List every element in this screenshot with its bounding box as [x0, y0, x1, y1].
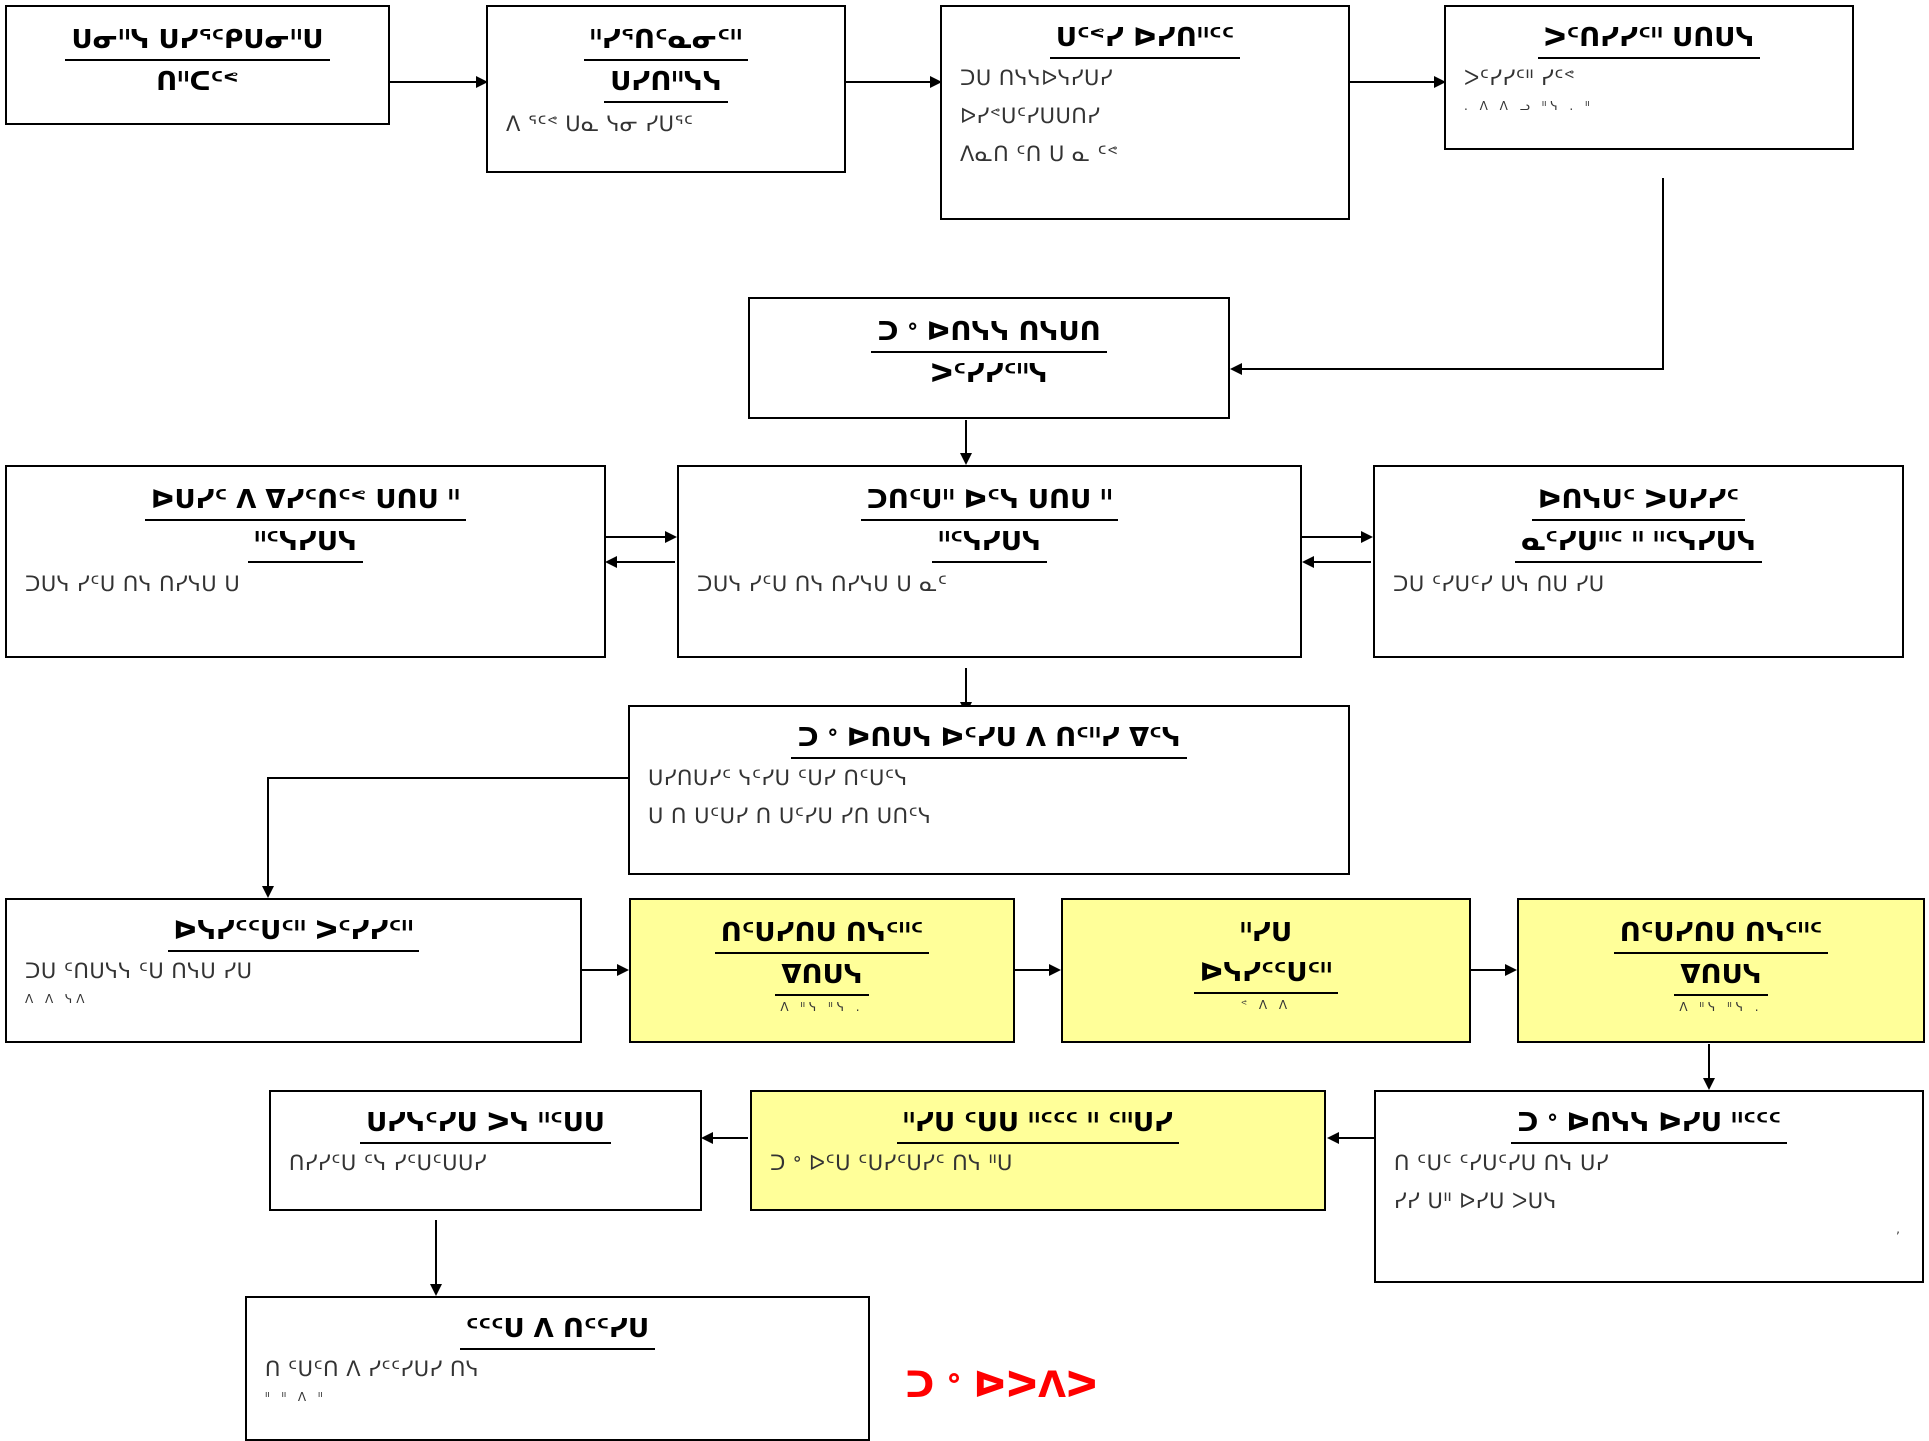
- box-line: ᑐᑌ ᑦᓯᑌᑦᓯ ᑌᓭ ᑎᑌ ᓯᑌ: [1393, 572, 1605, 596]
- box-title: ᐅᑌᓯᑦ ᐱ ᐁᓯᑦᑎᑦᕝ ᑌᑎᑌ ᐦ ᐦᑦᓭᓯᑌᓭ: [25, 481, 586, 565]
- box-16: ᑌᓯᓭᑦᓯᑌ ᐳᓭ ᐦᑦᑌᑌ ᑎᓯᓯᑦᑌ ᑦᓭ ᓯᑦᑌᑦᑌᑌᓯ: [269, 1090, 702, 1211]
- box-line: ᑐ ᐤ ᐅᑦᑌ ᑦᑌᓯᑦᑌᓯᑦ ᑎᓭ ᐦᑌ: [770, 1151, 1013, 1175]
- arrow-b4-b5: [1230, 178, 1664, 375]
- box-footnote: ᐱ ᐦᓭ ᐦᓭ .: [780, 1000, 864, 1014]
- box-15-highlighted: ᐦᓯᑌ ᑦᑌᑌ ᐦᑦᑦᑦ ᐦ ᑦᐦᑌᓯ ᑐ ᐤ ᐅᑦᑌ ᑦᑌᓯᑦᑌᓯᑦ ᑎᓭ ᐦ…: [750, 1090, 1326, 1211]
- box-line: ᑐᑌ ᑎᓭᓭᐅᓭᓯᑌᓯ: [960, 66, 1114, 90]
- box-footnote: ᐦ ᐦ ᐱ ᐦ: [265, 1390, 327, 1404]
- box-line: ᑌᓯᑎᑌᓯᑦ ᓭᑦᓯᑌ ᑦᑌᓯ ᑎᑦᑌᑦᓭ: [648, 766, 908, 790]
- box-title: ᐦᓯᑌ ᑦᑌᑌ ᐦᑦᑦᑦ ᐦ ᑦᐦᑌᓯ: [770, 1106, 1306, 1144]
- box-11-highlighted: ᑎᑦᑌᓯᑎᑌ ᑎᓭᑦᐦᑦ ᐁᑎᑌᓭ ᐱ ᐦᓭ ᐦᓭ .: [629, 898, 1015, 1043]
- box-title: ᑌᑦᕝᓯ ᐅᓯᑎᐦᑦᑦ: [960, 21, 1330, 59]
- box-line: ᑐᑌᓭ ᓯᑦᑌ ᑎᓭ ᑎᓯᓭᑌ ᑌ ᓇᑦ: [697, 572, 948, 596]
- box-title: ᑦᑦᑦᑌ ᐱ ᑎᑦᑦᓯᑌ: [265, 1312, 850, 1350]
- box-5: ᑐ ᐤ ᐅᑎᓭᓭ ᑎᓭᑌᑎ ᐳᑦᓯᓯᑦᐦᓭ: [748, 297, 1230, 419]
- box-title: ᑌᓯᓭᑦᓯᑌ ᐳᓭ ᐦᑦᑌᑌ: [289, 1106, 682, 1144]
- box-13-highlighted: ᑎᑦᑌᓯᑎᑌ ᑎᓭᑦᐦᑦ ᐁᑎᑌᓭ ᐱ ᐦᓭ ᐦᓭ .: [1517, 898, 1925, 1043]
- box-title: ᑐ ᐤ ᐅᑎᑌᓭ ᐅᑦᓯᑌ ᐱ ᑎᑦᐦᓯ ᐁᑦᓭ: [648, 721, 1330, 759]
- box-footnote: ᐱ ᐦᓭ ᐦᓭ .: [1679, 1000, 1763, 1014]
- box-line: ᑎ ᑦᑌᑦ ᑦᓯᑌᑦᓯᑌ ᑎᓭ ᑌᓯ: [1394, 1151, 1610, 1175]
- box-footnote: ᕝ ᐱ ᐱ: [1240, 998, 1292, 1012]
- box-17: ᑦᑦᑦᑌ ᐱ ᑎᑦᑦᓯᑌ ᑎ ᑦᑌᑦᑎ ᐱ ᓯᑦᑦᓯᑌᓯ ᑎᓭ ᐦ ᐦ ᐱ ᐦ: [245, 1296, 870, 1441]
- box-title: ᑌᓂᐦᓭ ᑌᓯᕐᑦᑭᑌᓂᐦᑌ ᑎᐦᑕᑦᕝ: [25, 21, 370, 103]
- box-title: ᑎᑦᑌᓯᑎᑌ ᑎᓭᑦᐦᑦ ᐁᑎᑌᓭ: [1537, 914, 1905, 998]
- box-title: ᑐᑎᑦᑌᐦ ᐅᑦᓭ ᑌᑎᑌ ᐦ ᐦᑦᓭᓯᑌᓭ: [697, 481, 1282, 565]
- box-footnote: ,: [1896, 1222, 1904, 1236]
- box-title: ᐦᓯᑌ ᐅᓭᓯᑦᑦᑌᑦᐦ: [1081, 914, 1451, 996]
- box-10: ᐅᓭᓯᑦᑦᑌᑦᐦ ᐳᑦᓯᓯᑦᐦ ᑐᑌ ᑦᑎᑌᓭᓭ ᑦᑌ ᑎᓭᑌ ᓯᑌ ᐱ ᐱ ᓭ…: [5, 898, 582, 1043]
- box-title: ᑎᑦᑌᓯᑎᑌ ᑎᓭᑦᐦᑦ ᐁᑎᑌᓭ: [649, 914, 995, 998]
- box-7: ᑐᑎᑦᑌᐦ ᐅᑦᓭ ᑌᑎᑌ ᐦ ᐦᑦᓭᓯᑌᓭ ᑐᑌᓭ ᓯᑦᑌ ᑎᓭ ᑎᓯᓭᑌ ᑌ…: [677, 465, 1302, 658]
- box-line: ᑌ ᑎ ᑌᑦᑌᓯ ᑎ ᑌᑦᓯᑌ ᓯᑎ ᑌᑎᑦᓭ: [648, 804, 932, 828]
- box-footnote: . ᐱ ᐱ ᓗ ᐦᓭ . ᐦ: [1464, 99, 1594, 113]
- box-title: ᑐ ᐤ ᐅᑎᓭᓭ ᑎᓭᑌᑎ ᐳᑦᓯᓯᑦᐦᓭ: [768, 313, 1210, 395]
- box-8: ᐅᑎᓭᑌᑦ ᐳᑌᓯᓯᑦ ᓇᑦᓯᑌᐦᑦ ᐦ ᐦᑦᓭᓯᑌᓭ ᑐᑌ ᑦᓯᑌᑦᓯ ᑌᓭ …: [1373, 465, 1904, 658]
- box-line: ᐳᑦᓯᓯᑦᐦ ᓯᑦᕝ: [1464, 66, 1576, 90]
- box-line: ᑎᓯᓯᑦᑌ ᑦᓭ ᓯᑦᑌᑦᑌᑌᓯ: [289, 1151, 487, 1175]
- box-line: ᐅᓯᕝᑌᑦᓯᑌᑌᑎᓯ: [960, 104, 1101, 128]
- box-3: ᑌᑦᕝᓯ ᐅᓯᑎᐦᑦᑦ ᑐᑌ ᑎᓭᓭᐅᓭᓯᑌᓯ ᐅᓯᕝᑌᑦᓯᑌᑌᑎᓯ ᐱᓇᑎ ᑦ…: [940, 5, 1350, 220]
- box-title: ᐦᓯᕐᑎᑦᓇᓂᑦᐦ ᑌᓯᑎᐦᓭᓭ: [506, 21, 826, 105]
- box-12-highlighted: ᐦᓯᑌ ᐅᓭᓯᑦᑦᑌᑦᐦ ᕝ ᐱ ᐱ: [1061, 898, 1471, 1043]
- box-4: ᐳᑦᑎᓯᓯᑦᐦ ᑌᑎᑌᓭ ᐳᑦᓯᓯᑦᐦ ᓯᑦᕝ . ᐱ ᐱ ᓗ ᐦᓭ . ᐦ: [1444, 5, 1854, 150]
- box-footnote: ᐱ ᐱ ᓭᐱ: [25, 992, 89, 1006]
- box-title: ᐅᑎᓭᑌᑦ ᐳᑌᓯᓯᑦ ᓇᑦᓯᑌᐦᑦ ᐦ ᐦᑦᓭᓯᑌᓭ: [1393, 481, 1884, 565]
- box-6: ᐅᑌᓯᑦ ᐱ ᐁᓯᑦᑎᑦᕝ ᑌᑎᑌ ᐦ ᐦᑦᓭᓯᑌᓭ ᑐᑌᓭ ᓯᑦᑌ ᑎᓭ ᑎᓯ…: [5, 465, 606, 658]
- box-line: ᐱ ᕐᑦᕝ ᑌᓇ ᓭᓂ ᓯᑌᕐᑦ: [506, 112, 694, 136]
- box-line: ᑐᑌᓭ ᓯᑦᑌ ᑎᓭ ᑎᓯᓭᑌ ᑌ: [25, 572, 241, 596]
- box-title: ᑐ ᐤ ᐅᑎᓭᓭ ᐅᓯᑌ ᐦᑦᑦᑦ: [1394, 1106, 1904, 1144]
- box-line: ᑎ ᑦᑌᑦᑎ ᐱ ᓯᑦᑦᓯᑌᓯ ᑎᓭ: [265, 1357, 480, 1381]
- box-9: ᑐ ᐤ ᐅᑎᑌᓭ ᐅᑦᓯᑌ ᐱ ᑎᑦᐦᓯ ᐁᑦᓭ ᑌᓯᑎᑌᓯᑦ ᓭᑦᓯᑌ ᑦᑌᓯ…: [628, 705, 1350, 875]
- box-line: ᐱᓇᑎ ᑦᑎ ᑌ ᓇ ᑦᕝ: [960, 142, 1119, 166]
- box-2: ᐦᓯᕐᑎᑦᓇᓂᑦᐦ ᑌᓯᑎᐦᓭᓭ ᐱ ᕐᑦᕝ ᑌᓇ ᓭᓂ ᓯᑌᕐᑦ: [486, 5, 846, 173]
- box-1: ᑌᓂᐦᓭ ᑌᓯᕐᑦᑭᑌᓂᐦᑌ ᑎᐦᑕᑦᕝ: [5, 5, 390, 125]
- box-14: ᑐ ᐤ ᐅᑎᓭᓭ ᐅᓯᑌ ᐦᑦᑦᑦ ᑎ ᑦᑌᑦ ᑦᓯᑌᑦᓯᑌ ᑎᓭ ᑌᓯ ᓯᓯ …: [1374, 1090, 1924, 1283]
- box-title: ᐅᓭᓯᑦᑦᑌᑦᐦ ᐳᑦᓯᓯᑦᐦ: [25, 914, 562, 952]
- arrow-b9-b10: [262, 777, 628, 898]
- box-line: ᑐᑌ ᑦᑎᑌᓭᓭ ᑦᑌ ᑎᓭᑌ ᓯᑌ: [25, 959, 253, 983]
- red-annotation: ᑐ ᐤ ᐅᐳᐱᐳ: [905, 1365, 1098, 1406]
- box-title: ᐳᑦᑎᓯᓯᑦᐦ ᑌᑎᑌᓭ: [1464, 21, 1834, 59]
- box-line: ᓯᓯ ᑌᐦ ᐅᓯᑌ ᐳᑌᓭ: [1394, 1189, 1557, 1213]
